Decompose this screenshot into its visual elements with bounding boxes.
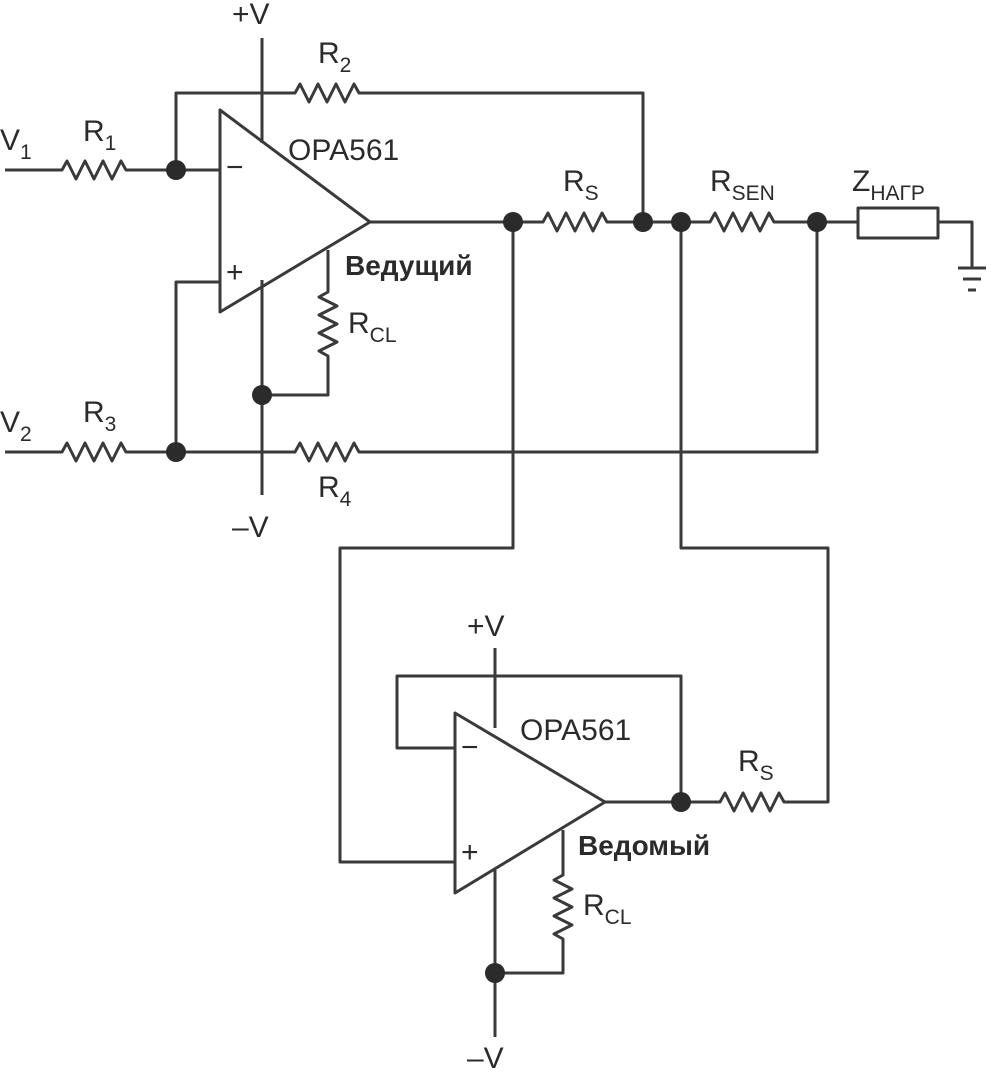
wire-slave-noninv	[338, 222, 515, 864]
wire-master-output	[370, 211, 858, 233]
master-part-label: OPA561	[288, 134, 399, 167]
slave-pos-supply-label: +V	[467, 610, 505, 643]
master-rcl-label: RCL	[348, 307, 397, 347]
r2-label: R2	[318, 37, 351, 77]
junction-dot	[503, 212, 523, 232]
slave-rcl-label: RCL	[583, 889, 632, 929]
slave-role-label: Ведомый	[578, 830, 710, 861]
slave-neg-supply-label: –V	[467, 1042, 504, 1073]
wire-load-ground	[938, 220, 974, 268]
junction-dot	[252, 385, 272, 405]
junction-dot	[807, 212, 827, 232]
junction-dot	[671, 212, 691, 232]
master-pos-supply-label: +V	[232, 0, 270, 31]
slave-opamp-triangle	[453, 711, 607, 895]
slave-part-label: OPA561	[520, 714, 631, 747]
junction-dot	[166, 442, 186, 462]
rs-label: RS	[563, 165, 599, 205]
v2-label: V2	[0, 406, 32, 446]
wire-r2-feedback	[174, 82, 645, 222]
ground-icon	[958, 266, 986, 292]
slave-inv-sign: −	[461, 731, 479, 764]
junction-dot	[671, 792, 691, 812]
v1-label: V1	[0, 124, 32, 164]
master-role-label: Ведущий	[345, 250, 473, 281]
r3-label: R3	[83, 396, 116, 436]
wire-slave-rs	[605, 222, 830, 813]
junction-dot	[485, 963, 505, 983]
wire-master-rcl	[262, 250, 339, 397]
load-impedance-box	[856, 206, 940, 240]
master-inv-sign: −	[226, 151, 244, 184]
junction-dot	[166, 160, 186, 180]
r4-label: R4	[318, 471, 352, 511]
slave-rs-label: RS	[738, 745, 774, 785]
master-opamp-triangle	[218, 108, 372, 314]
wire-v1-input	[5, 159, 220, 181]
zload-label: ZНАГР	[852, 165, 925, 205]
wire-master-noninv	[174, 280, 220, 452]
wire-slave-rcl	[495, 830, 574, 975]
r1-label: R1	[83, 115, 116, 155]
master-neg-supply-label: –V	[232, 511, 269, 544]
rsen-label: RSEN	[710, 165, 775, 205]
wire-v2-input	[5, 222, 819, 463]
wire-slave-feedback	[395, 674, 683, 802]
slave-noninv-sign: +	[461, 836, 479, 869]
master-noninv-sign: +	[226, 256, 244, 289]
junction-dot	[633, 212, 653, 232]
